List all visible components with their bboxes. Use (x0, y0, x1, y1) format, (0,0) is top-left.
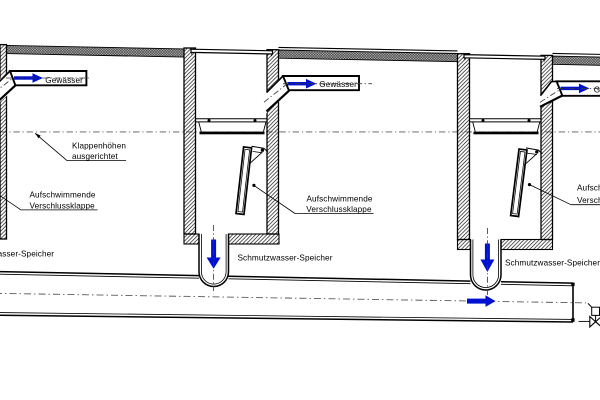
svg-text:Aufschwimmende: Aufschwimmende (30, 190, 96, 199)
svg-text:Regenwasser-Speicher: Regenwasser-Speicher (0, 250, 54, 259)
svg-text:Aufschwimmende: Aufschwimmende (307, 195, 373, 204)
svg-text:Verschlussklappe: Verschlussklappe (577, 196, 600, 205)
svg-text:Klappenhöhen: Klappenhöhen (72, 142, 126, 151)
svg-text:Aufschwimmende: Aufschwimmende (577, 184, 600, 193)
svg-text:Gewässer: Gewässer (45, 76, 83, 85)
svg-text:ausgerichtet: ausgerichtet (72, 152, 118, 161)
svg-text:Gewässer: Gewässer (319, 80, 357, 89)
svg-text:Schmutzwasser-Speicher: Schmutzwasser-Speicher (238, 254, 333, 263)
svg-text:Verschlussklappe: Verschlussklappe (30, 201, 96, 210)
svg-text:Verschlussklappe: Verschlussklappe (306, 205, 372, 214)
svg-text:Schmutzwasser-Speicher: Schmutzwasser-Speicher (505, 258, 600, 267)
svg-text:Gewässer: Gewässer (594, 86, 600, 95)
